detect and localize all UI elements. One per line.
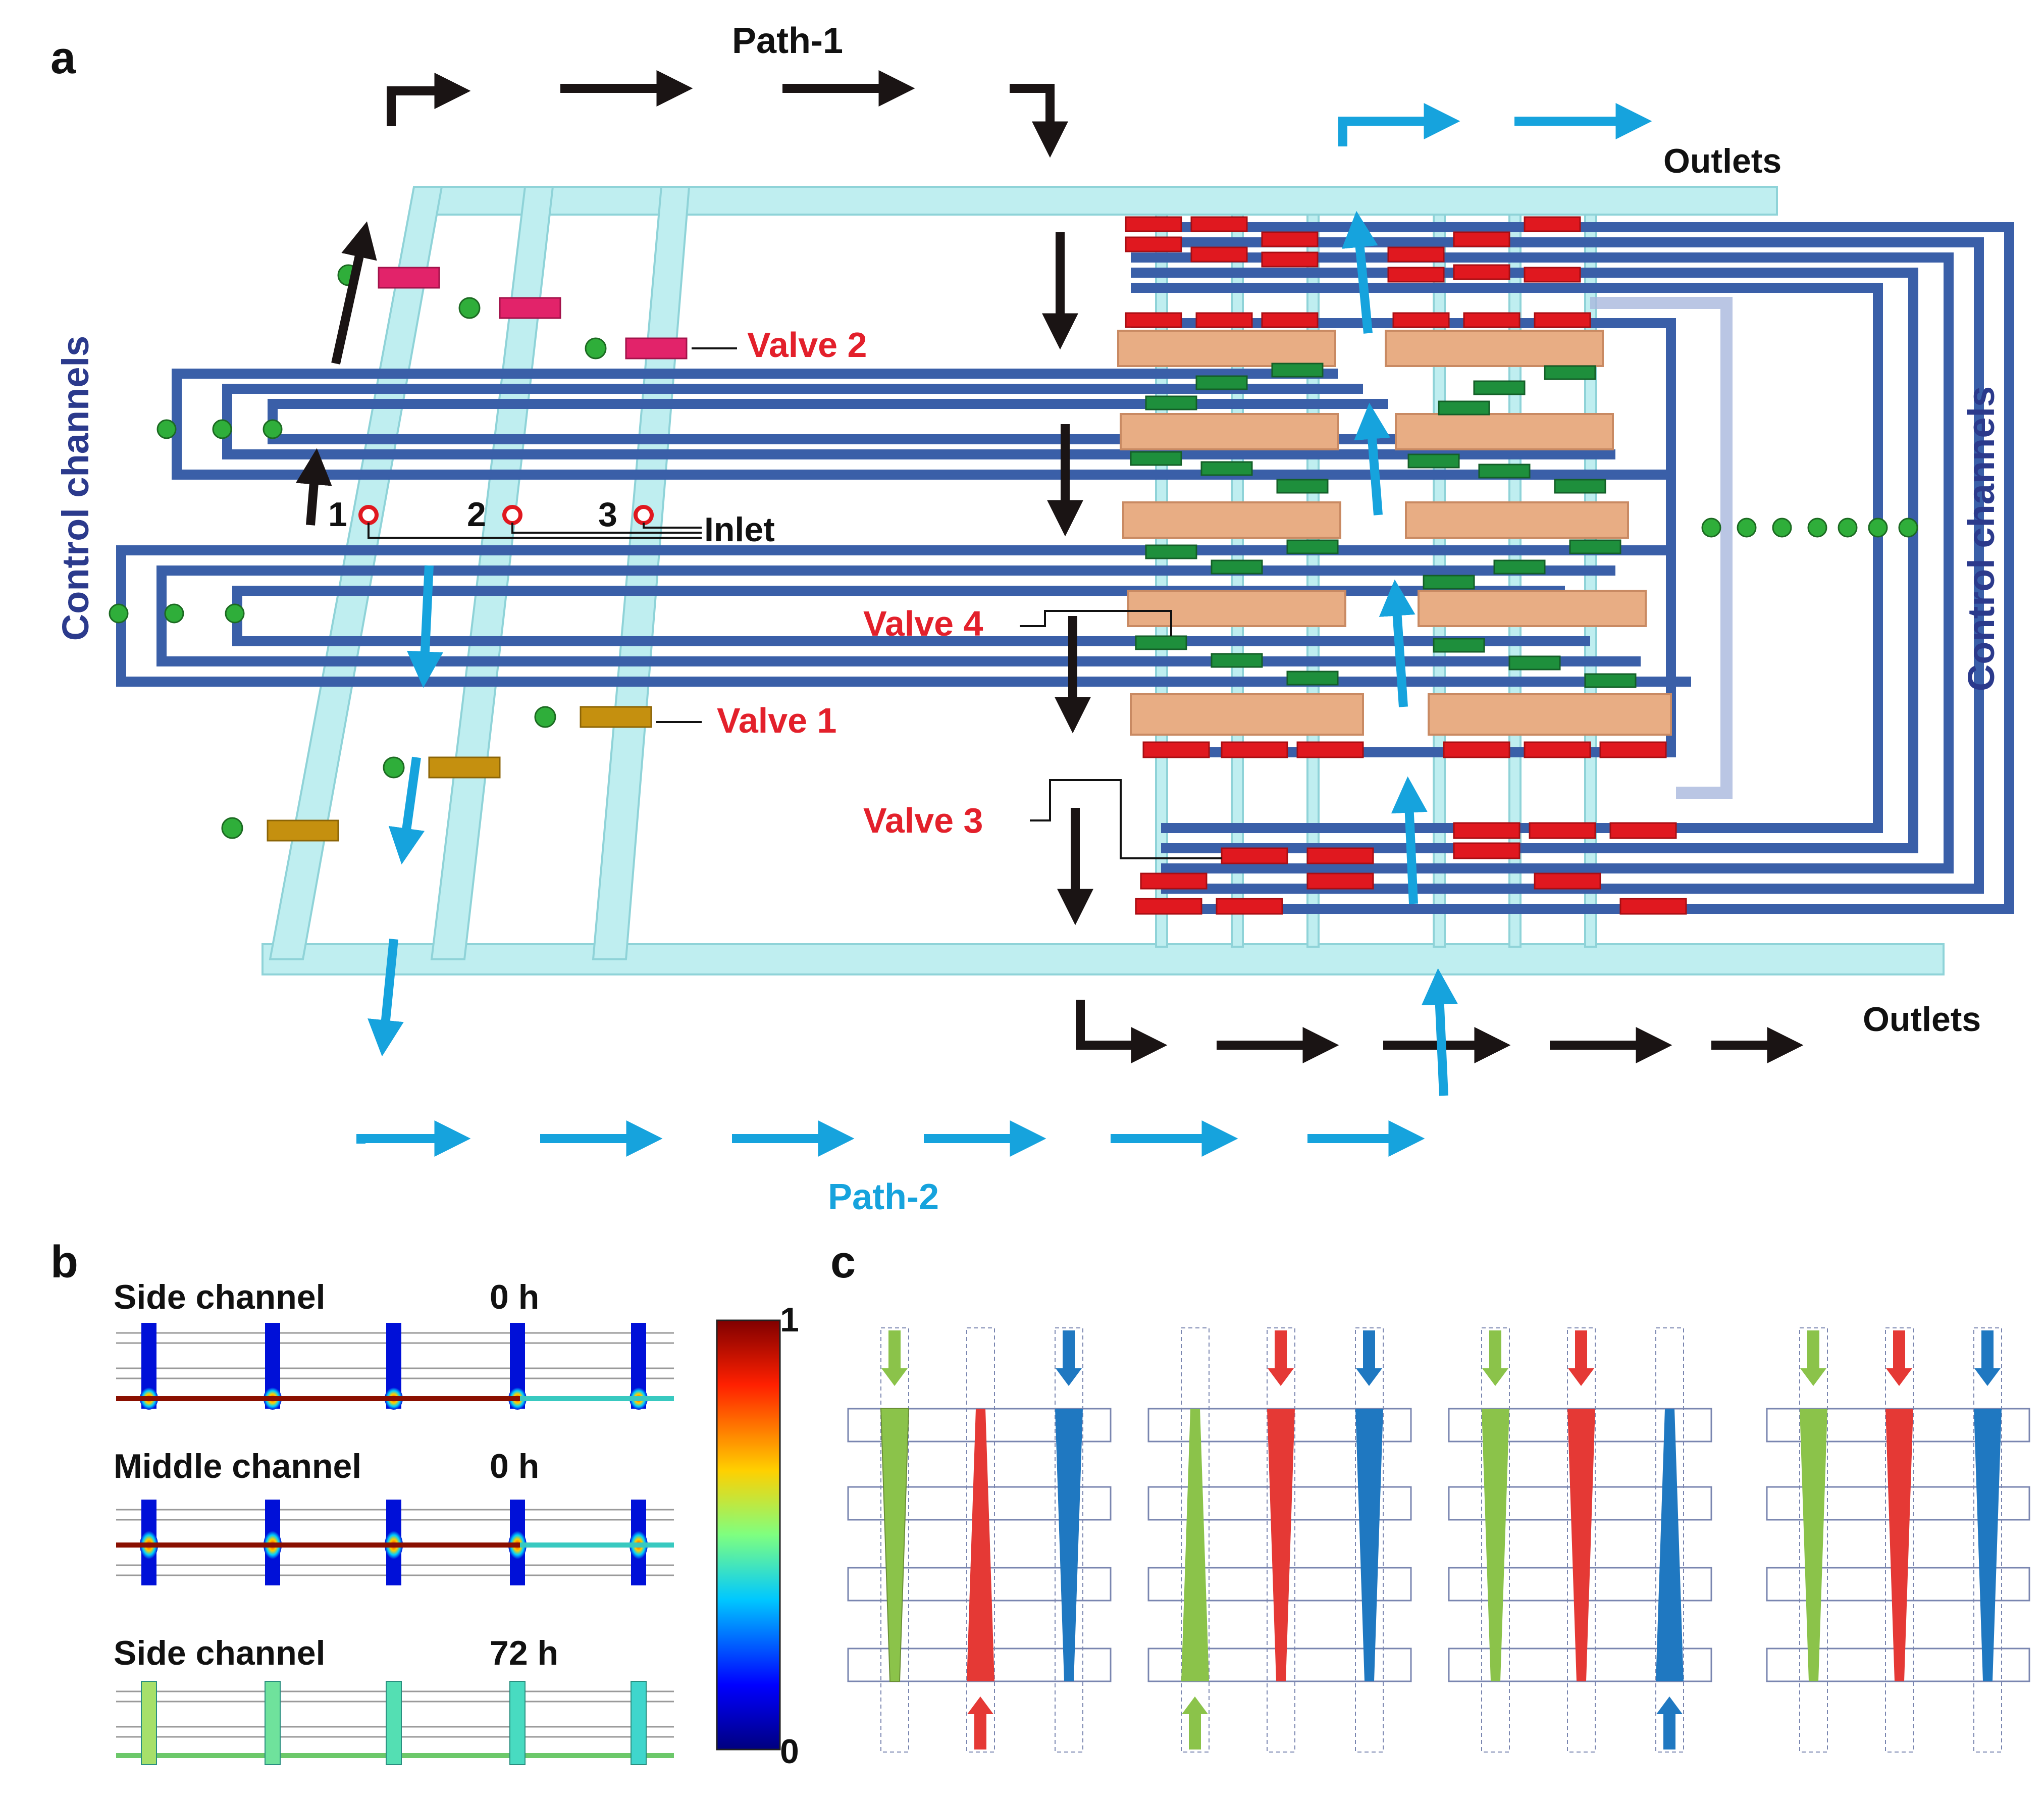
grid-channel-3 xyxy=(1306,214,1320,948)
bottom-fluid-channel xyxy=(261,943,1945,975)
inlet-leader-lines xyxy=(368,347,1222,859)
c-config-4 xyxy=(1766,1327,2030,1753)
b-row3-map xyxy=(116,1681,674,1765)
outlets-bottom-label: Outlets xyxy=(1863,1000,1981,1039)
inlet-label: Inlet xyxy=(704,510,775,549)
c-config-2 xyxy=(1147,1327,1412,1753)
culture-chambers xyxy=(1117,330,1672,736)
panel-a-label: a xyxy=(50,33,76,83)
path-1-label: Path-1 xyxy=(732,21,844,61)
valve-1-set xyxy=(267,706,652,842)
outlets-top-label: Outlets xyxy=(1663,142,1782,180)
c-config-3 xyxy=(1448,1327,1712,1753)
inlet-number-2: 2 xyxy=(467,495,486,534)
valve-3-label: Valve 3 xyxy=(863,801,983,840)
b-row1-time: 0 h xyxy=(490,1278,540,1316)
valve-4-label: Valve 4 xyxy=(863,604,983,643)
b-row2-time: 0 h xyxy=(490,1447,540,1485)
colorbar xyxy=(716,1319,781,1751)
c-config-1 xyxy=(847,1327,1112,1753)
grid-channel-2 xyxy=(1231,214,1244,948)
valve-1-label: Valve 1 xyxy=(717,701,837,740)
b-row2-map xyxy=(116,1500,674,1585)
valve-2-label: Valve 2 xyxy=(747,325,867,365)
path-1-arrows xyxy=(295,70,1804,1063)
valves-red xyxy=(1125,216,1687,915)
b-row3-time: 72 h xyxy=(490,1634,559,1672)
colorbar-min-label: 0 xyxy=(780,1732,799,1771)
b-row1-channel: Side channel xyxy=(114,1278,326,1316)
panel-c-label: c xyxy=(830,1237,856,1288)
b-row1-map xyxy=(116,1323,674,1410)
grid-channel-6 xyxy=(1584,214,1597,948)
b-row2-channel: Middle channel xyxy=(114,1447,362,1485)
inlet-ports xyxy=(358,505,654,525)
control-ports xyxy=(109,264,1918,839)
inlet-number-3: 3 xyxy=(598,495,617,534)
path-2-label: Path-2 xyxy=(828,1177,939,1217)
panel-b-label: b xyxy=(50,1237,78,1288)
valve-2-set xyxy=(378,267,688,359)
valves-green xyxy=(1130,363,1637,688)
grid-channel-5 xyxy=(1508,214,1522,948)
path-2-arrows xyxy=(356,103,1652,1157)
control-loop-left-1 xyxy=(172,369,1666,480)
b-row3-channel: Side channel xyxy=(114,1634,326,1672)
inlet-number-1: 1 xyxy=(328,495,347,534)
colorbar-max-label: 1 xyxy=(780,1301,799,1339)
